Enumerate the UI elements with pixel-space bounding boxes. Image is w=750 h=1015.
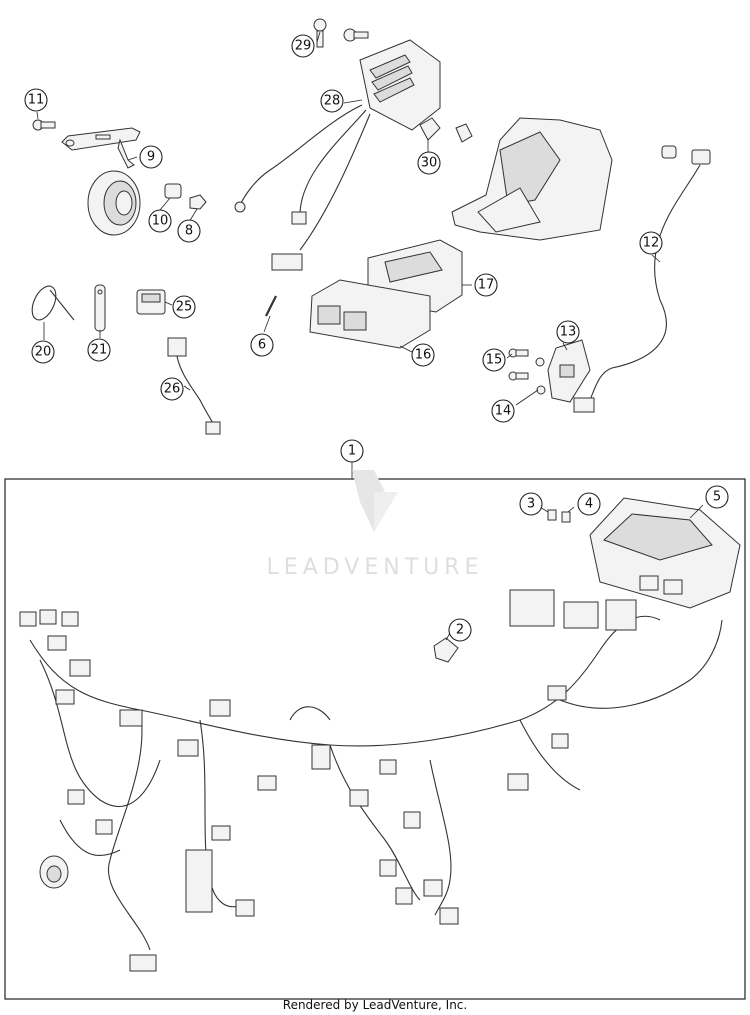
svg-text:2: 2	[456, 623, 464, 638]
svg-text:16: 16	[415, 348, 432, 363]
callout-29: 29	[291, 34, 315, 58]
svg-text:8: 8	[185, 224, 193, 239]
footer-credit: Rendered by LeadVenture, Inc.	[283, 998, 467, 1012]
svg-text:10: 10	[152, 214, 169, 229]
part-13-bracket	[547, 339, 591, 403]
svg-text:21: 21	[91, 343, 108, 358]
svg-text:1: 1	[348, 444, 356, 459]
svg-text:3: 3	[527, 497, 535, 512]
callout-25: 25	[172, 295, 196, 319]
part-29-bolts	[313, 18, 369, 48]
part-2-connector	[433, 637, 459, 663]
part-21-strap	[94, 284, 106, 332]
part-20-cable-tie	[31, 285, 75, 321]
svg-text:13: 13	[560, 325, 577, 340]
part-3-fuse	[547, 509, 557, 521]
callout-20: 20	[31, 340, 55, 364]
holder-bracket	[451, 117, 613, 241]
part-5-fuse-box	[589, 497, 741, 609]
svg-text:11: 11	[28, 93, 45, 108]
horn	[87, 170, 141, 236]
part-16-ecu	[309, 279, 431, 349]
callout-8: 8	[177, 219, 201, 243]
svg-text:26: 26	[164, 382, 181, 397]
callout-28: 28	[320, 89, 344, 113]
svg-text:29: 29	[295, 39, 312, 54]
svg-text:17: 17	[478, 278, 495, 293]
svg-text:9: 9	[147, 150, 155, 165]
callout-3: 3	[519, 492, 543, 516]
wiring-harness	[29, 615, 723, 951]
watermark-text: LEADVENTURE	[267, 555, 484, 580]
callout-16: 16	[411, 343, 435, 367]
callout-10: 10	[148, 209, 172, 233]
callout-4: 4	[577, 492, 601, 516]
part-25-relay	[136, 289, 166, 315]
part-15-screws	[508, 348, 529, 381]
part-6-pin	[265, 295, 277, 317]
svg-text:6: 6	[258, 338, 266, 353]
callout-12: 12	[639, 231, 663, 255]
svg-text:5: 5	[713, 490, 721, 505]
svg-text:30: 30	[421, 156, 438, 171]
svg-text:20: 20	[35, 345, 52, 360]
callout-13: 13	[556, 320, 580, 344]
callout-9: 9	[139, 145, 163, 169]
part-26-relay-cable	[167, 337, 221, 435]
svg-text:12: 12	[643, 236, 660, 251]
callout-17: 17	[474, 273, 498, 297]
leadventure-watermark: LEADVENTURE	[267, 470, 484, 580]
part-9-horn-bracket	[61, 127, 141, 169]
svg-text:28: 28	[324, 94, 341, 109]
callout-5: 5	[705, 485, 729, 509]
callout-2: 2	[448, 618, 472, 642]
callout-6: 6	[250, 333, 274, 357]
part-28-regulator	[234, 39, 441, 271]
callout-26: 26	[160, 377, 184, 401]
callout-30: 30	[417, 151, 441, 175]
callout-21: 21	[87, 338, 111, 362]
svg-text:15: 15	[486, 353, 503, 368]
callout-14: 14	[491, 399, 515, 423]
callout-15: 15	[482, 348, 506, 372]
harness-connectors	[19, 589, 637, 972]
part-14-nuts	[535, 357, 546, 395]
svg-text:14: 14	[495, 404, 512, 419]
part-11-screw	[32, 119, 56, 131]
callout-11: 11	[24, 88, 48, 112]
part-30-clips	[419, 117, 473, 143]
part-4-fuse	[561, 511, 571, 523]
part-12-sensor-cable	[573, 145, 711, 413]
part-10-spacer	[164, 183, 182, 199]
callout-1: 1	[340, 439, 364, 463]
svg-text:25: 25	[176, 300, 193, 315]
svg-text:4: 4	[585, 497, 593, 512]
part-8-nut	[189, 194, 207, 210]
